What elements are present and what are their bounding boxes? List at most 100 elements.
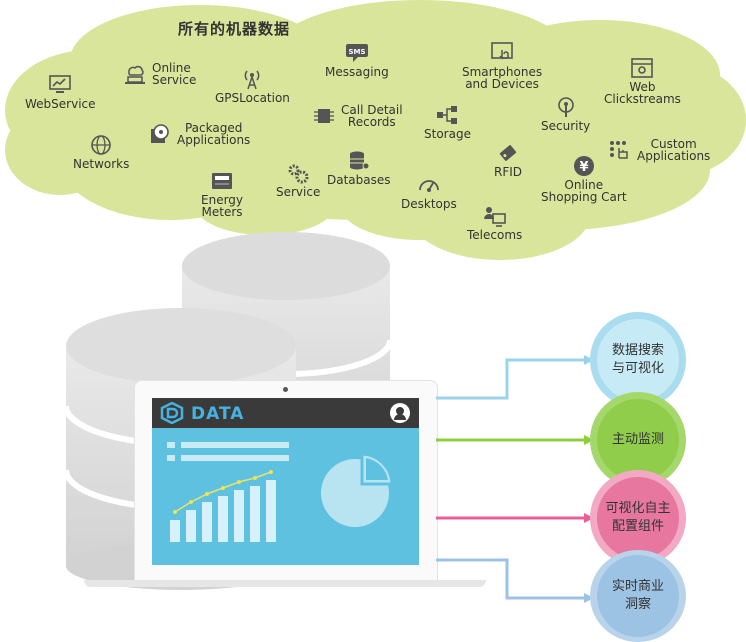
package-disc-icon <box>148 123 172 145</box>
source-label: Messaging <box>325 65 389 79</box>
output-inner: 可视化自主 配置组件 <box>597 477 679 559</box>
source-label: Energy Meters <box>201 193 244 219</box>
source-label: RFID <box>494 165 523 179</box>
source-databases: Databases <box>327 150 391 186</box>
source-label: Packaged Applications <box>177 121 251 147</box>
pie-chart <box>321 452 394 527</box>
source-label: Telecoms <box>467 228 523 242</box>
logo-icon <box>160 402 184 424</box>
output-search: 数据搜索 与可视化 <box>590 312 686 408</box>
source-label: Smartphones and Devices <box>462 65 543 91</box>
output-label: 实时商业 洞察 <box>611 579 664 612</box>
meter-icon <box>210 170 234 192</box>
connector-line <box>436 358 590 400</box>
source-label: Call Detail Records <box>341 103 403 129</box>
cloud-shape <box>5 0 746 260</box>
source-energy-meters: Energy Meters <box>201 170 243 218</box>
database-gear-icon <box>347 150 371 172</box>
logo-text: DATA <box>191 404 245 424</box>
trend-point <box>237 480 241 484</box>
svg-text:SMS: SMS <box>348 48 365 56</box>
output-inner: 主动监测 <box>597 399 679 481</box>
source-label: Security <box>541 119 591 133</box>
user-avatar-icon[interactable] <box>390 403 410 423</box>
source-service: Service <box>276 162 320 198</box>
source-label: Storage <box>424 127 471 141</box>
trend-point <box>173 510 177 514</box>
source-telecoms: Telecoms <box>467 205 522 241</box>
tablet-touch-icon <box>490 42 514 64</box>
source-call-detail: Call Detail Records <box>312 104 403 128</box>
network-tree-icon <box>435 104 459 126</box>
source-label: Web Clickstreams <box>604 80 681 106</box>
bar <box>170 520 180 542</box>
bar <box>266 480 276 542</box>
source-label: GPSLocation <box>215 91 290 105</box>
person-screen-icon <box>483 205 507 227</box>
output-label: 数据搜索 与可视化 <box>611 343 664 376</box>
browser-icon <box>630 57 654 79</box>
trend-point <box>189 500 193 504</box>
chip-icon <box>312 105 336 127</box>
connector-line <box>436 558 590 600</box>
sms-icon: SMS <box>345 42 369 64</box>
source-gpslocation: GPSLocation <box>215 68 290 104</box>
source-networks: Networks <box>73 134 129 170</box>
touch-grid-icon <box>608 139 632 161</box>
source-smartphones: Smartphones and Devices <box>462 42 542 90</box>
source-packaged-apps: Packaged Applications <box>148 122 250 146</box>
dashboard-content <box>167 442 394 542</box>
source-custom-apps: Custom Applications <box>608 138 710 162</box>
arrowhead <box>584 593 594 603</box>
source-storage: Storage <box>424 104 471 140</box>
output-insight: 实时商业 洞察 <box>590 550 686 642</box>
trend-point <box>269 470 273 474</box>
source-label: WebService <box>25 97 96 111</box>
source-label: Databases <box>327 173 391 187</box>
cloud-title: 所有的机器数据 <box>178 20 291 38</box>
trend-point <box>221 486 225 490</box>
list-lines <box>167 442 289 461</box>
source-online-service: Online Service <box>123 62 196 86</box>
source-web-clickstreams: Web Clickstreams <box>604 57 681 105</box>
output-inner: 实时商业 洞察 <box>597 555 679 637</box>
arrowhead <box>584 435 594 445</box>
source-webservice: WebService <box>25 74 96 110</box>
monitor-chart-icon <box>48 74 72 96</box>
antenna-icon <box>240 68 264 90</box>
output-label: 主动监测 <box>611 432 664 447</box>
bar <box>202 502 212 542</box>
yen-coin-icon: ¥ <box>572 155 596 177</box>
svg-text:¥: ¥ <box>579 160 588 175</box>
source-label: Networks <box>73 157 130 171</box>
arrowhead <box>584 355 594 365</box>
output-inner: 数据搜索 与可视化 <box>597 319 679 401</box>
arrowhead <box>584 513 594 523</box>
source-label: Custom Applications <box>637 137 711 163</box>
globe-icon <box>89 134 113 156</box>
cloud-laptop-icon <box>123 63 147 85</box>
bar <box>218 496 228 542</box>
rfid-tag-icon <box>496 142 520 164</box>
bar <box>234 490 244 542</box>
camera-dot <box>283 387 288 392</box>
source-online-shopping: ¥ Online Shopping Cart <box>541 155 627 203</box>
gears-icon <box>286 162 310 184</box>
output-label: 可视化自主 配置组件 <box>605 501 671 534</box>
source-desktops: Desktops <box>401 174 457 210</box>
trend-point <box>253 476 257 480</box>
source-rfid: RFID <box>494 142 522 178</box>
source-label: Desktops <box>401 197 457 211</box>
app-header <box>152 398 419 428</box>
bar <box>186 510 196 542</box>
laptop-base <box>84 580 486 587</box>
source-label: Online Service <box>152 61 197 87</box>
shield-lock-icon <box>554 96 578 118</box>
bar <box>250 486 260 542</box>
gauge-icon <box>417 174 441 196</box>
source-label: Service <box>276 185 321 199</box>
bar-chart <box>170 470 276 542</box>
source-messaging: SMS Messaging <box>325 42 389 78</box>
